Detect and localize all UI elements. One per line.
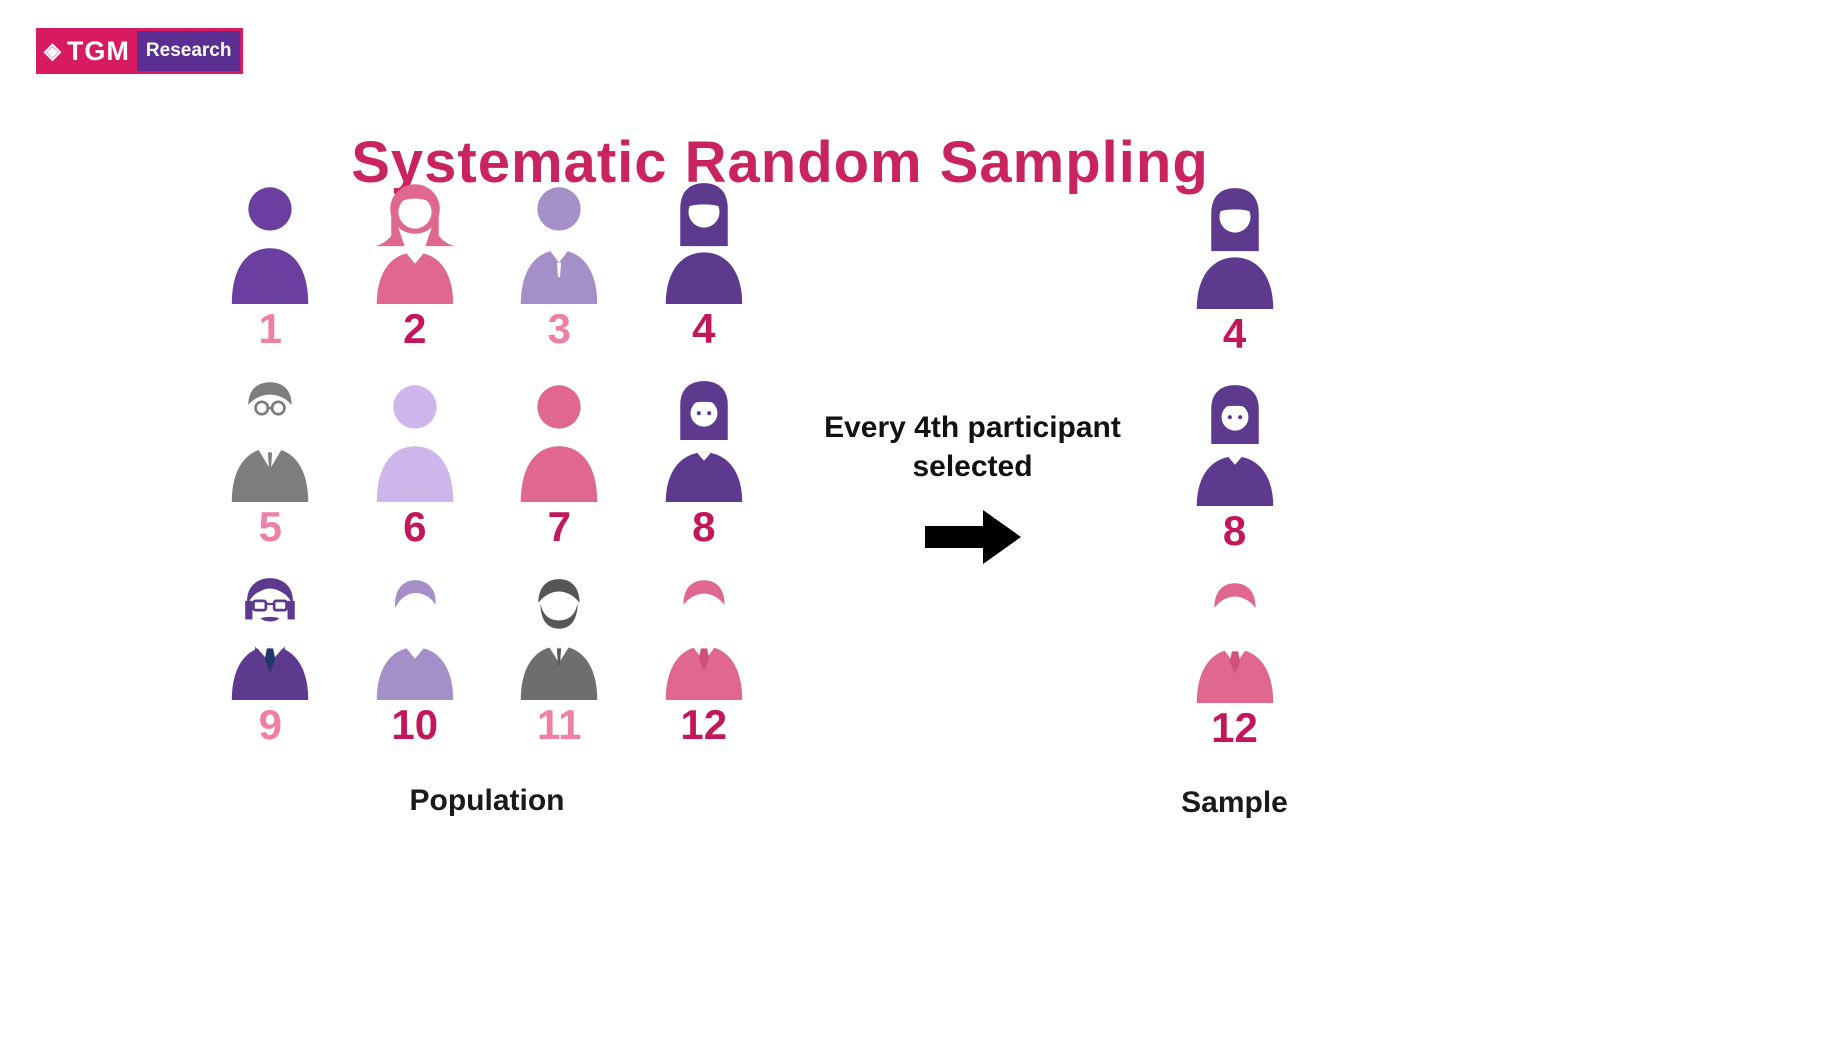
arrow-head xyxy=(982,510,1021,564)
man-collar-icon xyxy=(507,178,611,304)
man-tie-icon xyxy=(1183,577,1287,703)
woman-bob-icon xyxy=(1183,380,1287,506)
person-bust-icon xyxy=(218,178,322,304)
woman-long-hair-icon xyxy=(1183,183,1287,309)
person-number: 11 xyxy=(537,701,582,748)
person-number: 2 xyxy=(403,305,427,352)
selection-rule-line2: selected xyxy=(912,450,1033,483)
sample-label: Sample xyxy=(1181,786,1288,819)
person-item: 5 xyxy=(198,376,343,574)
person-number: 4 xyxy=(1222,310,1247,357)
person-item: 8 xyxy=(1152,380,1317,577)
person-number: 12 xyxy=(680,701,728,748)
person-bust-icon xyxy=(363,376,467,502)
person-item: 4 xyxy=(1152,183,1317,380)
person-item: 11 xyxy=(487,574,632,772)
population-label: Population xyxy=(409,784,565,817)
person-number: 10 xyxy=(391,701,439,748)
person-item: 7 xyxy=(487,376,632,574)
person-number: 9 xyxy=(258,701,282,748)
logo-tgm-text: TGM xyxy=(66,35,130,66)
person-number: 12 xyxy=(1211,704,1258,751)
person-bust-icon xyxy=(507,376,611,502)
right-arrow-icon xyxy=(924,510,1021,564)
person-number: 6 xyxy=(403,503,427,550)
man-swoosh-hair-icon xyxy=(363,574,467,700)
person-number: 1 xyxy=(258,305,282,352)
page-title: Systematic Random Sampling xyxy=(351,129,1209,195)
logo-research-text: Research xyxy=(136,31,241,71)
woman-long-hair-icon xyxy=(652,178,756,304)
person-item: 8 xyxy=(632,376,777,574)
man-tie-icon xyxy=(652,574,756,700)
person-item: 2 xyxy=(343,178,488,376)
man-glasses-suit-icon xyxy=(218,376,322,502)
selection-rule-text: Every 4th participant selected xyxy=(790,408,1155,486)
selection-rule-block: Every 4th participant selected xyxy=(790,408,1155,564)
person-number: 8 xyxy=(692,503,716,550)
person-number: 4 xyxy=(692,305,716,352)
person-item: 9 xyxy=(198,574,343,772)
person-item: 4 xyxy=(632,178,777,376)
person-item: 12 xyxy=(1152,577,1317,774)
man-professor-icon xyxy=(218,574,322,700)
man-beard-suit-icon xyxy=(507,574,611,700)
diamond-icon: ◈ xyxy=(44,38,62,63)
arrow-shaft xyxy=(924,526,983,548)
person-number: 8 xyxy=(1222,507,1247,554)
woman-bob-icon xyxy=(652,376,756,502)
tgm-research-logo: ◈ TGM Research xyxy=(36,28,244,74)
person-number: 5 xyxy=(258,503,282,550)
person-item: 12 xyxy=(632,574,777,772)
person-item: 1 xyxy=(198,178,343,376)
person-item: 10 xyxy=(343,574,488,772)
sample-column: 4 8 12 xyxy=(1152,183,1317,774)
person-number: 7 xyxy=(547,503,571,550)
person-number: 3 xyxy=(547,305,571,352)
woman-side-hair-icon xyxy=(363,178,467,304)
logo-tgm-segment: ◈ TGM xyxy=(39,31,137,71)
person-item: 6 xyxy=(343,376,488,574)
sample-group: 4 8 12 Sample xyxy=(1152,183,1317,820)
selection-rule-line1: Every 4th participant xyxy=(824,411,1121,444)
person-item: 3 xyxy=(487,178,632,376)
